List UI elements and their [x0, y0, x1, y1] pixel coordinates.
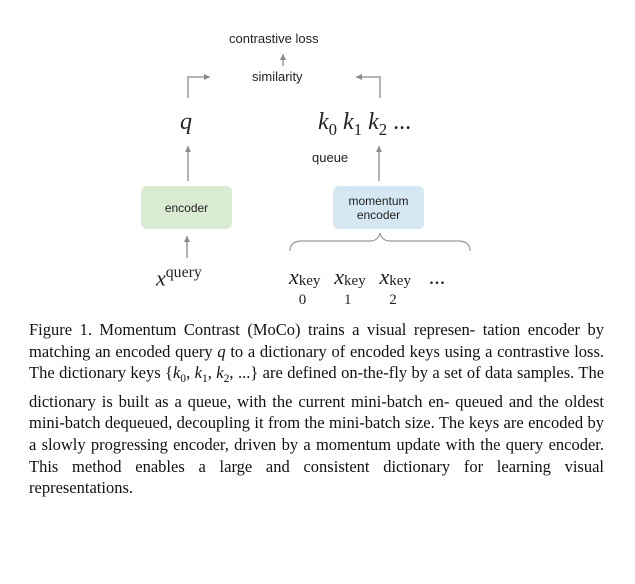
- arrow-keys-to-similarity: [356, 74, 381, 98]
- key-2: k2: [368, 109, 388, 139]
- key-inputs-brace: [289, 232, 471, 252]
- caption-part-1: Figure 1. Momentum Contrast (MoCo) train…: [29, 320, 604, 361]
- caption-query-symbol: q: [217, 341, 226, 361]
- similarity-label: similarity: [252, 69, 303, 84]
- caption-part-2: to a dictionary of encoded keys using a …: [29, 341, 604, 383]
- diagram-connectors: [184, 54, 471, 258]
- encoder-label: encoder: [164, 200, 209, 215]
- momentum-encoder-box: momentum encoder: [333, 186, 424, 229]
- query-symbol: q: [180, 109, 192, 135]
- query-input: xquery: [156, 264, 202, 291]
- figure-caption: Figure 1. Momentum Contrast (MoCo) train…: [29, 319, 604, 499]
- key-0: k0: [318, 109, 338, 139]
- keys-row: k0 k1 k2 ...: [318, 109, 411, 140]
- keys-ellipsis: ...: [393, 109, 412, 135]
- key-1: k1: [343, 109, 363, 139]
- momentum-encoder-label: momentum encoder: [348, 193, 409, 222]
- key-inputs-ellipsis: ...: [428, 264, 446, 289]
- caption-part-3: are defined on-the-fly by a set of data …: [29, 363, 605, 498]
- contrastive-loss-label: contrastive loss: [229, 31, 319, 46]
- caption-key-set: {k0, k1, k2, ...}: [165, 363, 259, 386]
- encoder-box: encoder: [141, 186, 232, 229]
- arrow-q-to-similarity: [187, 74, 210, 98]
- queue-label: queue: [312, 150, 349, 165]
